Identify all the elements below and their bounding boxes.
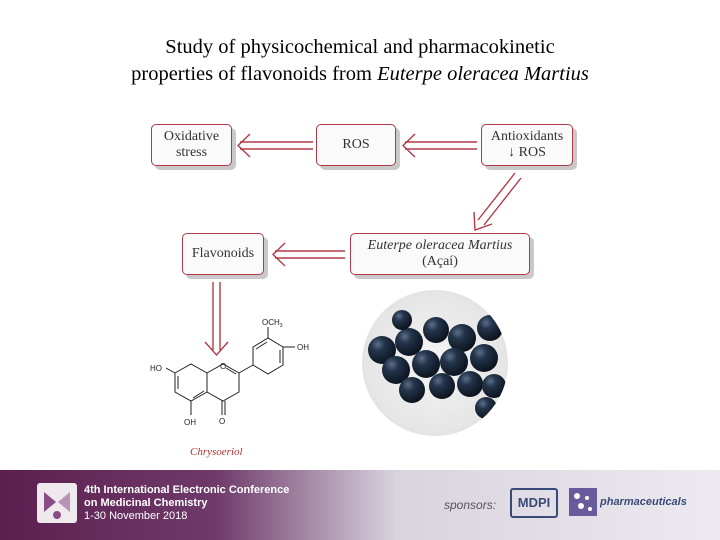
- node-antioxidants-line1: Antioxidants: [490, 129, 564, 144]
- mol-och3-sub: 3: [280, 323, 283, 329]
- pharmaceuticals-logo-icon: [569, 488, 597, 516]
- mol-o-ring: O: [220, 362, 226, 371]
- node-flavonoids-label: Flavonoids: [191, 246, 255, 261]
- slide-title: Study of physicochemical and pharmacokin…: [0, 34, 720, 88]
- arrow-flavonoids-to-molecule: [204, 282, 229, 357]
- diagram-arrows: [204, 133, 522, 357]
- conference-logo-icon: [37, 483, 77, 523]
- conference-line-2: on Medicinal Chemistry: [84, 497, 208, 509]
- pharmaceuticals-logo-text[interactable]: pharmaceuticals: [600, 496, 687, 508]
- node-ros-label: ROS: [342, 137, 370, 152]
- mol-och3-main: OCH: [262, 318, 280, 327]
- node-oxidative-stress-line2: stress: [175, 145, 208, 160]
- node-antioxidants-line2: ↓ ROS: [508, 145, 546, 160]
- acai-berries-photo: [362, 290, 508, 436]
- title-species-name: Euterpe oleracea Martius: [377, 63, 589, 85]
- node-euterpe-line2: (Açaí): [422, 254, 458, 269]
- mdpi-logo[interactable]: MDPI: [510, 488, 558, 518]
- sponsors-label: sponsors:: [444, 498, 497, 512]
- conference-line-1: 4th International Electronic Conference: [84, 484, 290, 496]
- node-oxidative-stress-line1: Oxidative: [163, 129, 220, 144]
- mol-ho-left: HO: [150, 364, 162, 373]
- molecule-caption: Chrysoeriol: [190, 446, 243, 458]
- node-euterpe-line1: Euterpe oleracea Martius: [367, 238, 513, 253]
- mol-o-carbonyl: O: [219, 417, 225, 426]
- arrow-ros-to-oxidative-stress: [236, 133, 313, 158]
- node-oxidative-stress: Oxidative stress: [151, 124, 232, 166]
- conference-dates: 1-30 November 2018: [84, 510, 188, 522]
- title-line-1: Study of physicochemical and pharmacokin…: [165, 36, 555, 58]
- mol-oh-right: OH: [297, 343, 309, 352]
- mol-oh-bottom: OH: [184, 418, 196, 427]
- arrow-euterpe-to-flavonoids: [271, 242, 345, 267]
- mol-och3: OCH3: [262, 318, 283, 329]
- node-ros: ROS: [316, 124, 396, 166]
- node-euterpe: Euterpe oleracea Martius (Açaí): [350, 233, 530, 275]
- conference-text: 4th International Electronic Conference …: [84, 484, 289, 523]
- arrow-antioxidants-to-ros: [401, 133, 477, 158]
- arrow-antioxidants-to-euterpe: [473, 172, 522, 231]
- node-antioxidants: Antioxidants ↓ ROS: [481, 124, 573, 166]
- node-flavonoids: Flavonoids: [182, 233, 264, 275]
- chrysoeriol-structure: HO O O OH OCH3 OH: [150, 318, 309, 427]
- footer-banner: 4th International Electronic Conference …: [0, 470, 720, 540]
- title-line-2-prefix: properties of flavonoids from: [131, 63, 378, 85]
- acai-berries-image: [368, 310, 506, 419]
- title-line-2: properties of flavonoids from Euterpe ol…: [0, 61, 720, 88]
